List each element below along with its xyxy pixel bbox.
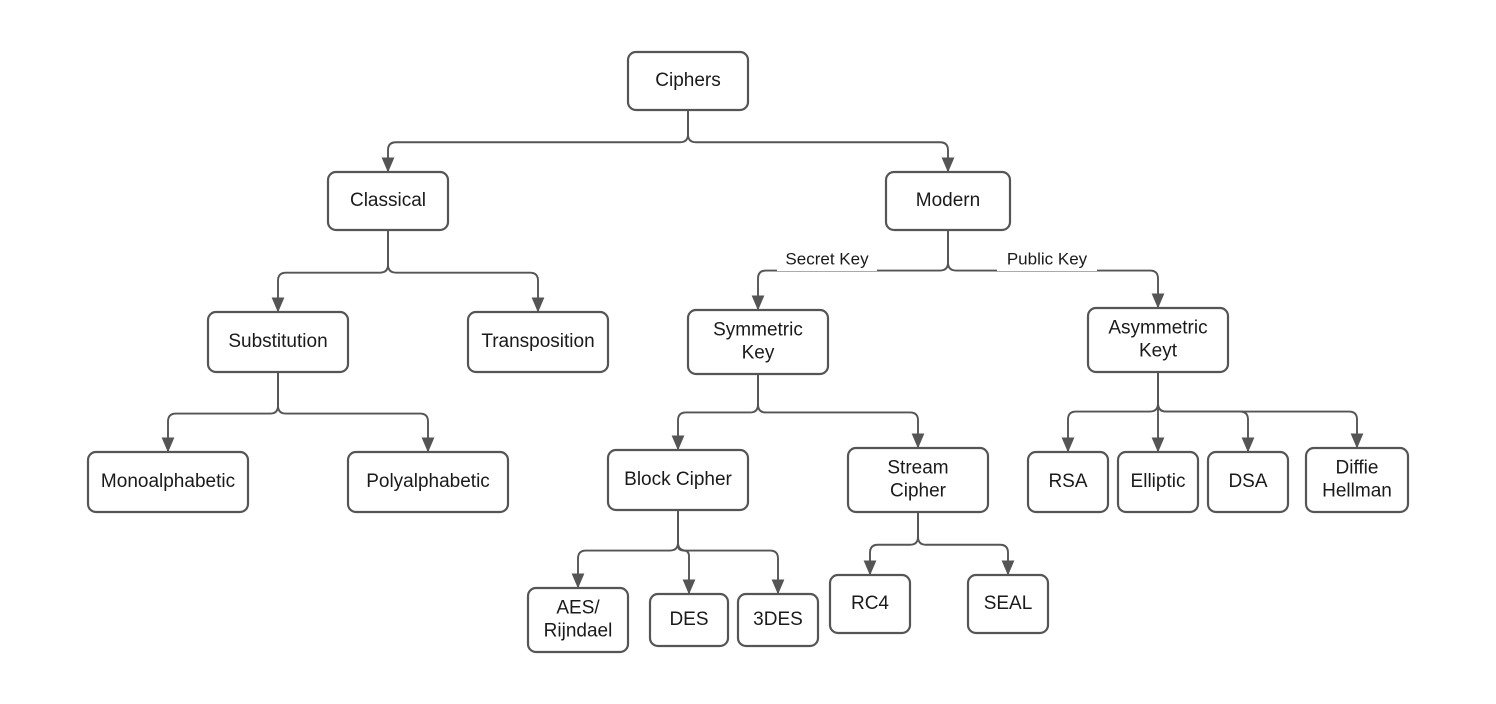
edge-asymmetric-keyt-rsa [1061,372,1159,453]
node-box-seal [966,573,1050,635]
edge-label-backdrop [777,249,877,271]
node-label-stream-cipher: Stream [887,458,948,479]
node-label-classical: Classical [350,190,426,211]
node-label-substitution: Substitution [228,331,327,352]
node-label-monoalphabetic: Monoalphabetic [101,471,235,492]
node-box-block-cipher [606,448,750,512]
node-block-cipher[interactable]: Block Cipher [606,448,750,512]
node-label-dsa: DSA [1228,471,1267,492]
node-box-stream-cipher [846,446,990,514]
node-box-diffie-hellman [1304,446,1410,514]
node-label-elliptic: Elliptic [1131,471,1186,492]
node-elliptic[interactable]: Elliptic [1116,450,1200,514]
node-box-symmetric-key [686,308,830,376]
node-substitution[interactable]: Substitution [206,310,350,374]
node-label-seal: SEAL [984,593,1033,614]
node-modern[interactable]: Modern [884,170,1012,232]
node-ciphers[interactable]: Ciphers [626,50,750,112]
edge-substitution-monoalphabetic [161,372,279,453]
node-box-classical [326,170,450,232]
node-box-des [648,592,730,648]
node-box-polyalphabetic [346,450,510,514]
node-box-dsa [1206,450,1290,514]
edge-block-cipher-aes [571,510,679,589]
node-box-transposition [466,310,610,374]
node-label-rsa: RSA [1048,471,1087,492]
node-label-block-cipher: Block Cipher [624,469,732,490]
node-box-aes-rijndael [526,586,630,654]
node-box-asymmetric-keyt [1086,306,1230,374]
node-label-transposition: Transposition [481,331,594,352]
node-label-symmetric-key: Symmetric [713,320,803,341]
node-classical[interactable]: Classical [326,170,450,232]
node-label-symmetric-key: Key [742,343,775,364]
edge-ciphers-classical [381,110,689,173]
node-label-aes-rijndael: Rijndael [544,621,613,642]
node-transposition[interactable]: Transposition [466,310,610,374]
node-box-monoalphabetic [86,450,250,514]
public-key-label: Public Key [1007,249,1088,268]
node-box-modern [884,170,1012,232]
edge-classical-transposition [387,230,545,313]
edge-stream-cipher-seal [917,512,1015,576]
node-polyalphabetic[interactable]: Polyalphabetic [346,450,510,514]
node-des[interactable]: DES [648,592,730,648]
node-dsa[interactable]: DSA [1206,450,1290,514]
node-label-3des: 3DES [753,609,803,630]
edge-symmetric-key-stream-cipher [757,374,925,449]
node-3des[interactable]: 3DES [736,592,820,648]
node-label-diffie-hellman: Diffie [1336,458,1379,479]
node-seal[interactable]: SEAL [966,573,1050,635]
node-box-rsa [1026,450,1110,514]
node-label-stream-cipher: Cipher [890,481,947,502]
secret-key-label: Secret Key [785,249,869,268]
node-box-rc4 [828,573,912,635]
node-aes-rijndael[interactable]: AES/Rijndael [526,586,630,654]
edge-labels-layer: Secret Key Public Key [777,249,1097,271]
edge-block-cipher-3des [677,510,785,595]
edge-ciphers-modern [687,110,955,173]
edge-symmetric-key-block-cipher [671,374,759,451]
node-label-polyalphabetic: Polyalphabetic [366,471,490,492]
node-label-asymmetric-keyt: Keyt [1139,341,1178,362]
node-label-ciphers: Ciphers [655,70,720,91]
edge-label-backdrop [997,249,1097,271]
node-monoalphabetic[interactable]: Monoalphabetic [86,450,250,514]
edge-substitution-polyalphabetic [277,372,435,453]
node-box-substitution [206,310,350,374]
edge-classical-substitution [271,230,389,313]
node-label-aes-rijndael: AES/ [556,598,600,619]
node-box-elliptic [1116,450,1200,514]
edge-asymmetric-keyt-diffie [1157,372,1364,449]
node-label-asymmetric-keyt: Asymmetric [1108,318,1207,339]
node-rc4[interactable]: RC4 [828,573,912,635]
node-label-rc4: RC4 [851,593,889,614]
edge-stream-cipher-rc4 [863,512,919,576]
node-label-modern: Modern [916,190,980,211]
node-box-ciphers [626,50,750,112]
node-label-des: DES [669,609,708,630]
node-rsa[interactable]: RSA [1026,450,1110,514]
node-box-3des [736,592,820,648]
node-label-diffie-hellman: Hellman [1322,481,1392,502]
